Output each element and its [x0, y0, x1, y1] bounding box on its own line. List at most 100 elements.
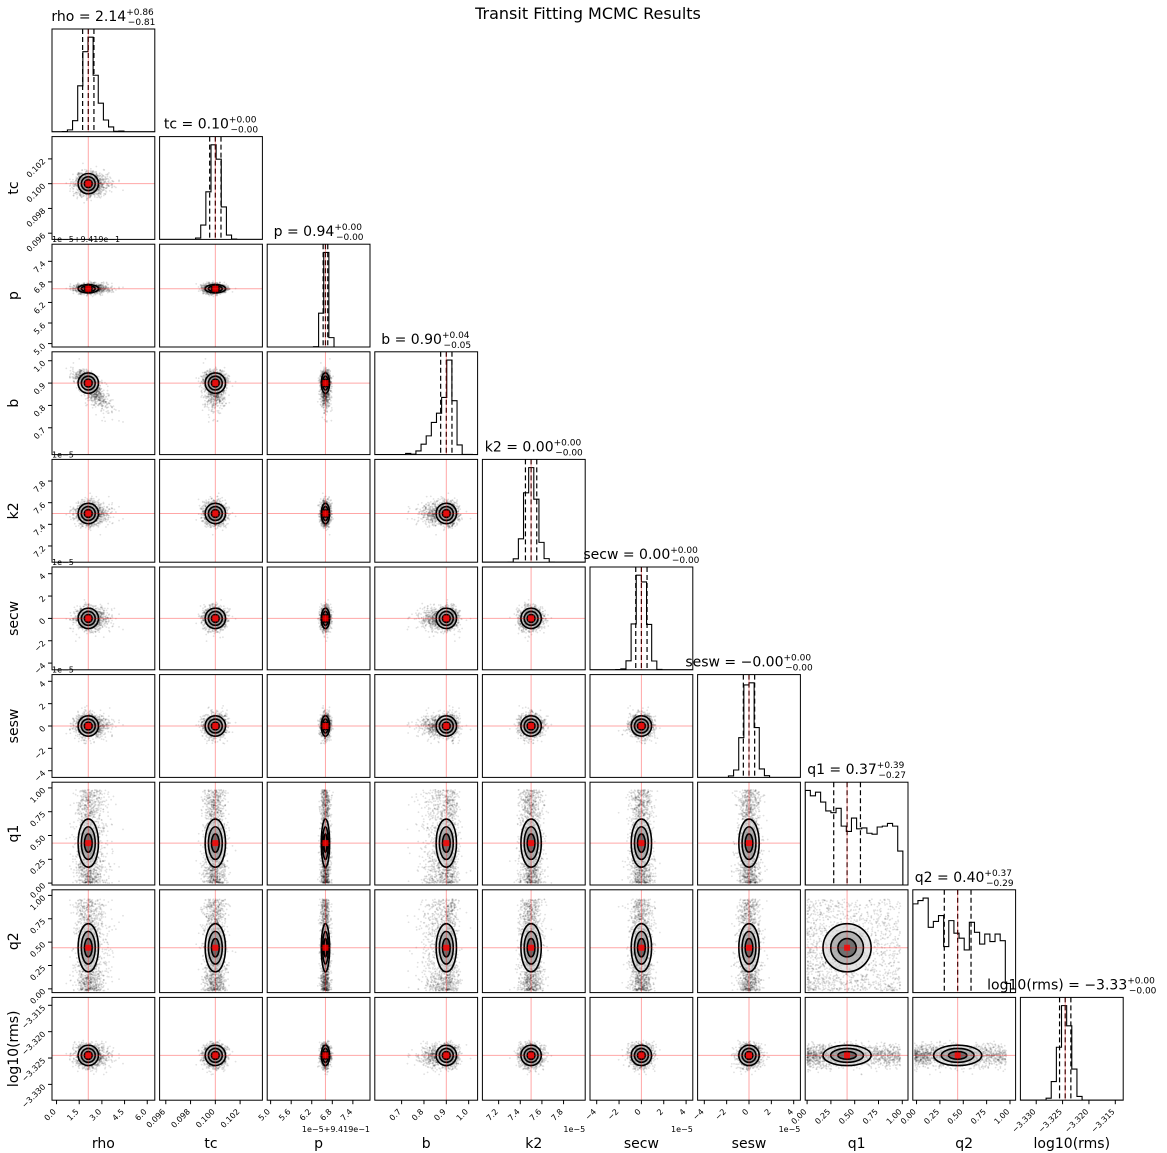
sample-point [100, 197, 102, 199]
sample-point [97, 195, 99, 197]
sample-point [90, 281, 92, 283]
title-label: rho = 2.14 [51, 9, 126, 25]
sample-point [76, 191, 78, 193]
sample-point [105, 286, 107, 288]
sample-point [103, 291, 105, 293]
sample-point [83, 195, 85, 197]
panel-rho-rho: rho = 2.14+0.86−0.81 [51, 8, 155, 132]
sample-point [89, 280, 91, 282]
tick-label-y: 0.098 [25, 206, 48, 229]
tick-label-y: 7.4 [32, 259, 47, 274]
truth-marker [85, 181, 91, 187]
sample-point [99, 293, 101, 295]
sample-point [75, 290, 77, 292]
tick-label-y: 6.8 [32, 280, 47, 295]
sample-point [103, 283, 105, 285]
offset-label-y: 1e−5+9.419e−1 [52, 235, 120, 244]
ylabel-p: p [6, 291, 22, 300]
sample-point [97, 284, 99, 286]
title-plus: +0.00 [334, 223, 362, 233]
sample-point [102, 174, 104, 176]
sample-point [73, 362, 75, 364]
panel-frame [52, 244, 155, 347]
panel-title-p: p = 0.94+0.00−0.00 [274, 223, 364, 243]
sample-point [103, 189, 105, 191]
sample-point [76, 181, 78, 183]
sample-point [85, 405, 87, 407]
sample-point [96, 175, 98, 177]
sample-point [95, 173, 97, 175]
sample-point [107, 410, 109, 412]
sample-point [94, 281, 96, 283]
sample-point [118, 410, 120, 412]
sample-point [109, 190, 111, 192]
sample-point [106, 411, 108, 413]
sample-point [72, 191, 74, 193]
sample-point [90, 195, 92, 197]
tick-label-y: 0.096 [25, 231, 48, 254]
sample-point [69, 185, 71, 187]
panel-content [52, 137, 155, 240]
sample-point [98, 193, 100, 195]
sample-point [69, 286, 71, 288]
sample-point [98, 376, 100, 378]
sample-point [104, 420, 106, 422]
tick-label-y: 0.100 [25, 182, 48, 205]
sample-point [65, 367, 67, 369]
sample-point [223, 282, 225, 284]
sample-point [70, 283, 72, 285]
sample-point [115, 289, 117, 291]
panel-content [267, 244, 370, 347]
sample-point [98, 173, 100, 175]
panel-content [160, 137, 263, 240]
sample-point [98, 290, 100, 292]
sample-point [107, 178, 109, 180]
sample-point [110, 182, 112, 184]
sample-point [122, 286, 124, 288]
sample-point [73, 185, 75, 187]
sample-point [75, 176, 77, 178]
sample-point [77, 196, 79, 198]
sample-point [106, 290, 108, 292]
title-minus: −0.00 [231, 126, 259, 136]
sample-point [103, 195, 105, 197]
title-label: p = 0.94 [274, 224, 335, 240]
sample-point [73, 285, 75, 287]
sample-point [72, 179, 74, 181]
histogram-tc [160, 145, 263, 240]
panel-content [52, 29, 155, 132]
truth-marker [212, 286, 218, 292]
sample-point [213, 296, 215, 298]
panel-content [160, 244, 263, 347]
histogram-p [267, 252, 370, 347]
panel-p-p: p = 0.94+0.00−0.00 [267, 223, 370, 347]
panel-frame [160, 244, 263, 347]
sample-point [94, 293, 96, 295]
sample-point [216, 294, 218, 296]
sample-point [100, 294, 102, 296]
sample-point [212, 280, 214, 282]
sample-point [200, 286, 202, 288]
sample-point [203, 283, 205, 285]
sample-point [90, 294, 92, 296]
sample-point [204, 284, 206, 286]
sample-point [95, 166, 97, 168]
sample-point [106, 187, 108, 189]
sample-point [101, 282, 103, 284]
sample-point [73, 188, 75, 190]
sample-point [112, 399, 114, 401]
sample-point [76, 178, 78, 180]
sample-point [98, 187, 100, 189]
panel-content [52, 352, 155, 455]
sample-point [73, 195, 75, 197]
sample-point [99, 175, 101, 177]
ylabel-tc: tc [6, 181, 22, 194]
sample-point [103, 286, 105, 288]
sample-point [102, 179, 104, 181]
sample-point [198, 290, 200, 292]
sample-point [232, 291, 234, 293]
sample-point [115, 187, 117, 189]
sample-point [101, 176, 103, 178]
